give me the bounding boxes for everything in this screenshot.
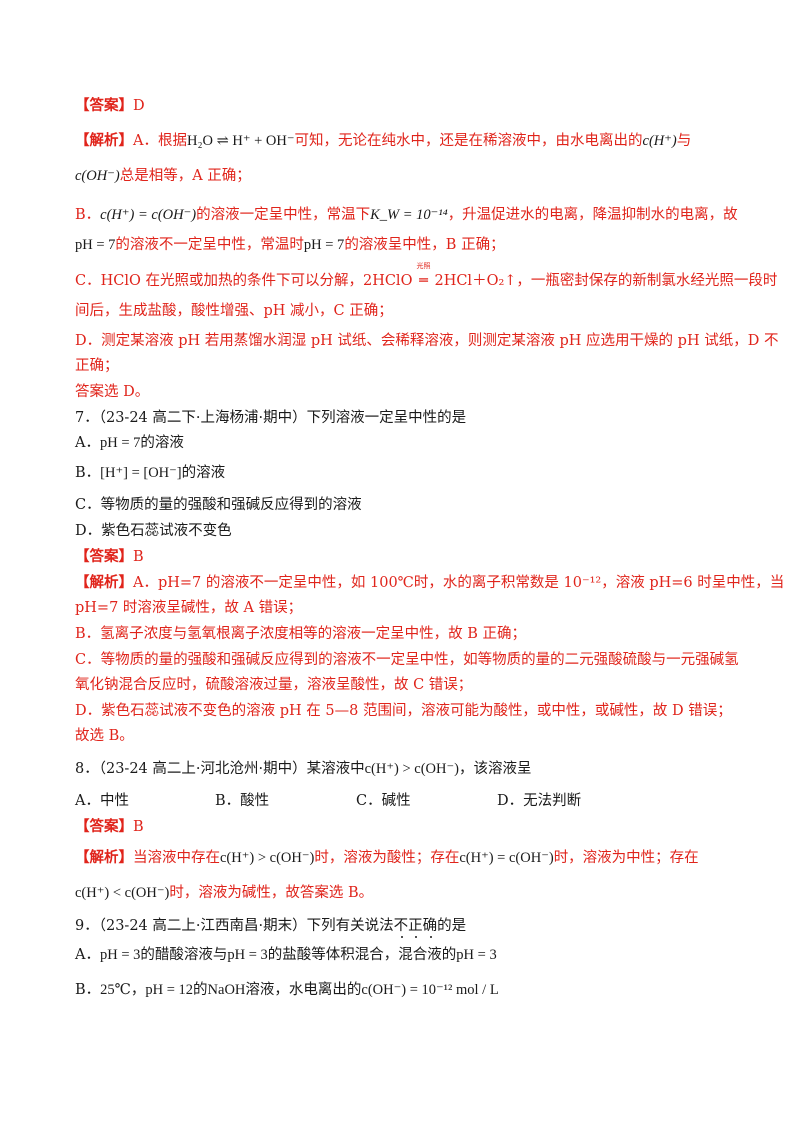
q7-option-d: D．紫色石蕊试液不变色: [75, 523, 232, 539]
q6-analysis-d-line1: D．测定某溶液 pH 若用蒸馏水润湿 pH 试纸、会稀释溶液，则测定某溶液 pH…: [75, 333, 779, 349]
q8-options: A．中性 B．酸性 C．碱性 D．无法判断: [75, 791, 581, 811]
answer-label: 【答案】: [75, 97, 133, 114]
q8-analysis-line1: 【解析】当溶液中存在c(H⁺) > c(OH⁻)时，溶液为酸性；存在c(H⁺) …: [75, 849, 699, 866]
q8-option-a: A．中性: [75, 793, 129, 809]
q8-answer-line: 【答案】B: [75, 818, 144, 835]
q9-option-a: A．pH = 3的醋酸溶液与pH = 3的盐酸等体积混合，混合液的pH = 3: [75, 947, 497, 963]
q6-answer: D: [133, 98, 145, 114]
q8-answer: B: [133, 819, 144, 835]
reaction-arrow: 光照═: [416, 262, 431, 289]
q7-analysis-c-line1: C．等物质的量的强酸和强碱反应得到的溶液不一定呈中性，如等物质的量的二元强酸硫酸…: [75, 652, 739, 668]
q7-analysis-b: B．氢离子浓度与氢氧根离子浓度相等的溶液一定呈中性，故 B 正确；: [75, 626, 527, 642]
q6-analysis-b-line2: pH = 7的溶液不一定呈中性，常温时pH = 7的溶液呈中性，B 正确；: [75, 237, 505, 253]
q7-option-a: A．pH = 7的溶液: [75, 435, 184, 451]
q6-analysis-a-line1: 【解析】A．根据H₂O ⇌ H⁺ + OH⁻可知，无论在纯水中，还是在稀溶液中，…: [75, 132, 692, 149]
emphasis-dot-bu: 不: [393, 918, 409, 934]
q7-stem: 7．（23-24 高二下·上海杨浦·期中）下列溶液一定呈中性的是: [75, 410, 467, 426]
q7-answer-line: 【答案】B: [75, 548, 144, 565]
emphasis-dot-zheng: 正: [408, 918, 423, 934]
q7-analysis-a-line2: pH=7 时溶液呈碱性，故 A 错误；: [75, 600, 303, 616]
q7-analysis-a-line1: 【解析】A．pH=7 的溶液不一定呈中性，如 100℃时，水的离子积常数是 10…: [75, 574, 785, 591]
q7-answer: B: [133, 549, 144, 565]
q7-option-c: C．等物质的量的强酸和强碱反应得到的溶液: [75, 497, 362, 513]
water-ionization-equation: H₂O ⇌ H⁺ + OH⁻: [186, 133, 295, 149]
q6-analysis-a-line2: c(OH⁻)总是相等，A 正确；: [75, 168, 251, 184]
q8-stem: 8．（23-24 高二上·河北沧州·期中）某溶液中c(H⁺) > c(OH⁻)，…: [75, 761, 532, 777]
q8-option-c: C．碱性: [356, 793, 411, 809]
q6-analysis-b-line1: B．c(H⁺) = c(OH⁻)的溶液一定呈中性，常温下K_W = 10⁻¹⁴，…: [75, 207, 738, 223]
q7-analysis-d-line1: D．紫色石蕊试液不变色的溶液 pH 在 5—8 范围间，溶液可能为酸性，或中性，…: [75, 703, 732, 719]
q6-conclusion: 答案选 D。: [75, 384, 150, 400]
q9-option-b: B．25℃，pH = 12的NaOH溶液，水电离出的c(OH⁻) = 10⁻¹²…: [75, 982, 499, 998]
q6-analysis-d-line2: 正确；: [75, 358, 119, 374]
q7-analysis-c-line2: 氧化钠混合反应时，硫酸溶液过量，溶液呈酸性，故 C 错误；: [75, 677, 473, 693]
q8-option-d: D．无法判断: [497, 793, 582, 809]
q7-option-b: B．[H⁺] = [OH⁻]的溶液: [75, 465, 226, 481]
analysis-label: 【解析】: [75, 132, 133, 149]
q8-option-b: B．酸性: [215, 793, 270, 809]
q7-conclusion: 故选 B。: [75, 728, 134, 744]
q9-stem: 9．（23-24 高二上·江西南昌·期末）下列有关说法不正确的是: [75, 918, 467, 934]
emphasis-dot-que: 确: [422, 918, 438, 934]
q8-analysis-line2: c(H⁺) < c(OH⁻)时，溶液为碱性，故答案选 B。: [75, 885, 374, 901]
q6-analysis-c-line2: 间后，生成盐酸，酸性增强、pH 减小，C 正确；: [75, 303, 393, 319]
q6-answer-line: 【答案】D: [75, 96, 145, 116]
